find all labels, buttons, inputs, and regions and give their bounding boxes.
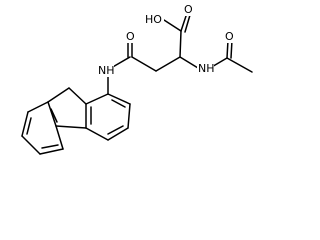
bond-alpha-ch2 bbox=[155, 56, 181, 72]
cp-bond-3 bbox=[47, 101, 57, 127]
acetyl-nitrogen-background bbox=[197, 62, 214, 75]
left-ring-inner-double-3 bbox=[50, 108, 58, 123]
bond-ch2-amide-carbon bbox=[131, 56, 157, 72]
left-ring-inner-double-2 bbox=[41, 144, 59, 149]
bond-hydroxyl-carbon bbox=[163, 19, 182, 32]
hydroxyl-label: HO bbox=[145, 13, 162, 26]
hydroxyl-label-background bbox=[144, 13, 164, 27]
left-ring-bond-2 bbox=[21, 111, 29, 137]
carboxyl-oxygen-label: O bbox=[184, 3, 193, 16]
acetyl-oxygen-label: O bbox=[225, 30, 234, 43]
ring-bond-4 bbox=[85, 127, 109, 141]
bond-acetyl-methyl bbox=[226, 57, 253, 73]
acetyl-oxygen-background bbox=[224, 31, 234, 43]
ring-inner-double-2 bbox=[107, 125, 124, 135]
left-ring-bond-4 bbox=[39, 148, 64, 155]
left-ring-bond-3 bbox=[21, 135, 41, 155]
amide-oxygen-label: O bbox=[126, 30, 135, 43]
bond-carboxyl-carbonyl-b bbox=[184, 14, 191, 33]
bond-amide-nitrogen bbox=[110, 56, 131, 69]
cp-bond-2 bbox=[47, 87, 70, 103]
ring-bond-2 bbox=[127, 103, 131, 129]
acetyl-nitrogen-label: NH bbox=[198, 62, 215, 75]
cp-bond-1 bbox=[68, 87, 87, 105]
ring-inner-double-1 bbox=[111, 99, 126, 108]
atom-label-layer: HO O O NH O NH bbox=[97, 3, 234, 77]
left-ring-bond-5 bbox=[55, 125, 64, 150]
structural-formula: HO O O NH O NH bbox=[21, 3, 253, 155]
ring-bond-1 bbox=[107, 93, 131, 105]
ring-bond-3 bbox=[107, 127, 129, 141]
anilide-nitrogen-label: NH bbox=[98, 64, 115, 77]
bond-layer bbox=[21, 12, 253, 155]
bond-alpha-nitrogen bbox=[179, 56, 199, 69]
amide-oxygen-background bbox=[125, 31, 135, 43]
ring-bond-6 bbox=[85, 93, 109, 105]
anilide-nitrogen-background bbox=[97, 64, 114, 77]
left-ring-inner-double-1 bbox=[26, 117, 32, 135]
bond-carboxyl-alpha bbox=[179, 30, 182, 58]
left-ring-bond-1 bbox=[27, 101, 49, 113]
cp-bond-4 bbox=[55, 125, 87, 129]
carboxyl-oxygen-background bbox=[183, 4, 193, 16]
